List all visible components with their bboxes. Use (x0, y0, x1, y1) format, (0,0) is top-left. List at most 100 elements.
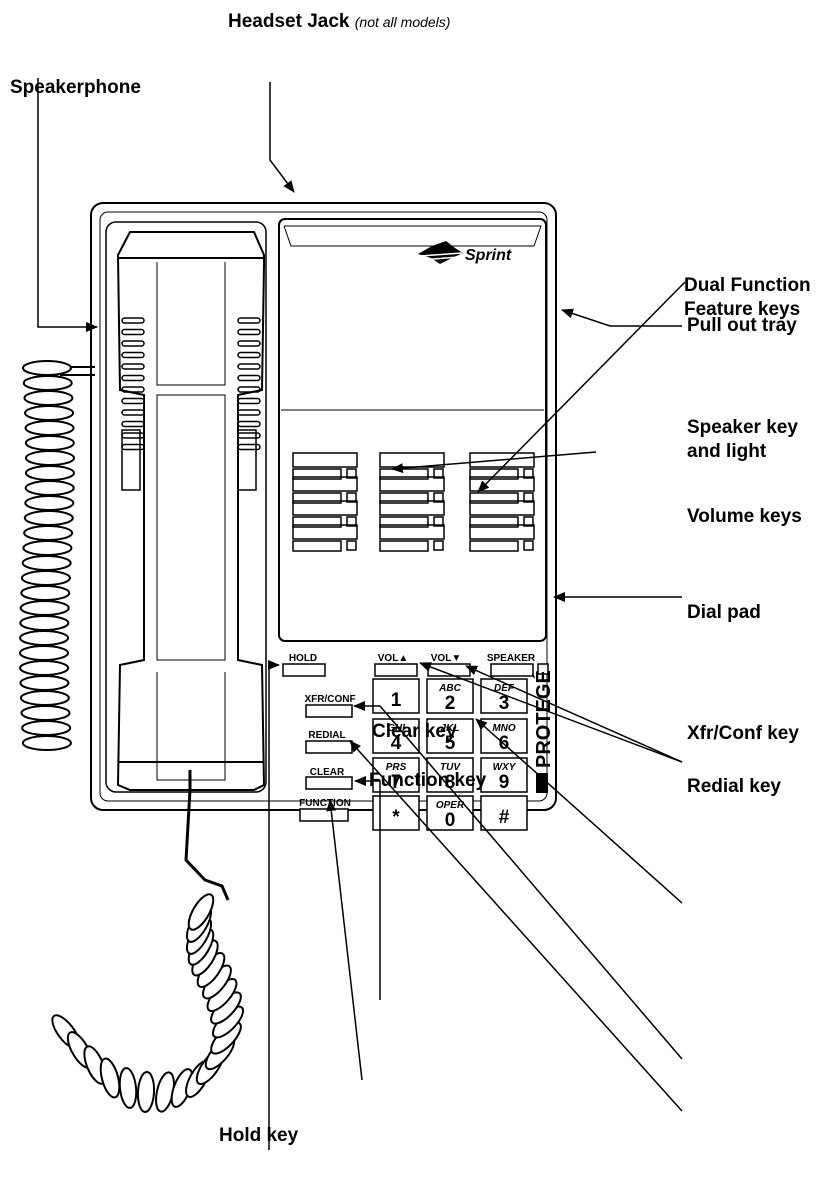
display-tray (278, 218, 547, 642)
feature-key-small[interactable] (292, 468, 342, 480)
feature-key-small[interactable] (469, 468, 519, 480)
grille-slot-left (121, 420, 145, 428)
feature-key[interactable] (469, 476, 535, 492)
cord-coil (19, 630, 70, 646)
dialpad-key-digit: 7 (391, 772, 402, 793)
cord-coils (19, 360, 245, 1113)
protege-logo-text: PROTEGÉ (532, 670, 555, 768)
callout-volume-keys: Volume keys (687, 505, 802, 529)
feature-key-small[interactable] (292, 492, 342, 504)
xfr-conf-label: XFR/CONF (304, 694, 355, 705)
feature-key-small[interactable] (379, 516, 429, 528)
feature-key[interactable] (469, 524, 535, 540)
feature-key-small[interactable] (469, 516, 519, 528)
feature-key[interactable] (469, 500, 535, 516)
grille-slot-right (237, 351, 261, 359)
feature-key-small[interactable] (292, 516, 342, 528)
dialpad-key[interactable]: # (480, 795, 528, 831)
redial-label: REDIAL (308, 730, 345, 741)
feature-key-grid (292, 452, 535, 552)
cord-coil (24, 405, 75, 421)
headset-jack-note: (not all models) (354, 14, 451, 30)
grille-slot-left (121, 351, 145, 359)
feature-key[interactable] (292, 452, 358, 468)
grille-slot-left (121, 317, 145, 324)
dialpad-key-letters: PRS (386, 762, 407, 773)
feature-key[interactable] (292, 476, 358, 492)
grille-slot-right (237, 409, 261, 416)
grille-slot-left (121, 340, 145, 347)
dialpad-key-digit: 0 (445, 810, 456, 831)
grille-slot-left (121, 328, 145, 336)
cord-coil (22, 540, 73, 556)
dialpad-key-letters: DEF (494, 683, 515, 694)
feature-key-small[interactable] (469, 492, 519, 504)
feature-key-light (523, 540, 534, 551)
feature-key-small[interactable] (469, 540, 519, 552)
sprint-logo-text: Sprint (465, 247, 512, 264)
function-button[interactable]: FUNCTION (299, 798, 351, 822)
grille-slot-right (237, 317, 261, 324)
cord-coil (20, 585, 71, 601)
dialpad-key[interactable]: 1 (372, 678, 420, 714)
feature-key[interactable] (379, 524, 445, 540)
feature-key-light (346, 516, 357, 527)
cord-coil (21, 555, 72, 571)
cord-coil (23, 390, 74, 406)
feature-key-small[interactable] (292, 540, 342, 552)
protege-logo: PROTEGÉ (532, 670, 555, 793)
function-key-text: Function key (369, 770, 487, 791)
feature-key-small[interactable] (379, 468, 429, 480)
redial-key-text: Redial key (687, 776, 781, 797)
grille-slot-right (237, 443, 261, 451)
grille-slot-right (237, 328, 261, 336)
cord-coil (21, 735, 72, 751)
feature-key[interactable] (379, 500, 445, 516)
cord-coil (24, 435, 75, 451)
clear-button[interactable]: CLEAR (305, 767, 353, 790)
cord-coil (19, 690, 70, 706)
feature-key[interactable] (379, 476, 445, 492)
callout-dual-function-keys: Dual Function Feature keys (684, 274, 811, 322)
feature-key-light (523, 492, 534, 503)
vol-down-button[interactable]: VOL▼ (427, 653, 471, 677)
callout-pull-out-tray: Pull out tray (687, 314, 797, 338)
speakerphone-text: Speakerphone (10, 77, 141, 98)
vol-up-button[interactable]: VOL▲ (374, 653, 418, 677)
dial-pad-text: Dial pad (687, 602, 761, 623)
callout-speaker-key: Speaker key and light (687, 416, 798, 464)
xfr-conf-button[interactable]: XFR/CONF (304, 694, 356, 718)
dialpad-key-digit: 9 (499, 772, 510, 793)
dialpad-key-digit: 4 (391, 733, 402, 754)
hold-label: HOLD (289, 653, 317, 664)
dialpad-key-letters: TUV (440, 762, 461, 773)
cord-coil (187, 893, 215, 931)
feature-key-small[interactable] (379, 540, 429, 552)
headset-jack-text: Headset Jack (228, 11, 350, 32)
cord-coil (24, 480, 75, 496)
redial-button[interactable]: REDIAL (305, 730, 353, 754)
handset[interactable] (105, 221, 267, 793)
feature-key[interactable] (292, 500, 358, 516)
feature-key-small[interactable] (379, 492, 429, 504)
dialpad-key-digit: 2 (445, 693, 456, 714)
cord-coil (24, 495, 75, 511)
dialpad-key-digit: 3 (499, 693, 510, 714)
dialpad-key-letters: WXY (493, 762, 517, 773)
grille-slot-left (121, 432, 145, 439)
speaker-button[interactable]: SPEAKER (487, 653, 549, 677)
hold-button[interactable]: HOLD (282, 653, 326, 677)
feature-key[interactable] (292, 524, 358, 540)
dual-function-line2: Feature keys (684, 299, 801, 320)
speaker-key-line1: Speaker key (687, 417, 798, 438)
cord-coil (19, 660, 70, 676)
cord-coil (24, 420, 75, 436)
